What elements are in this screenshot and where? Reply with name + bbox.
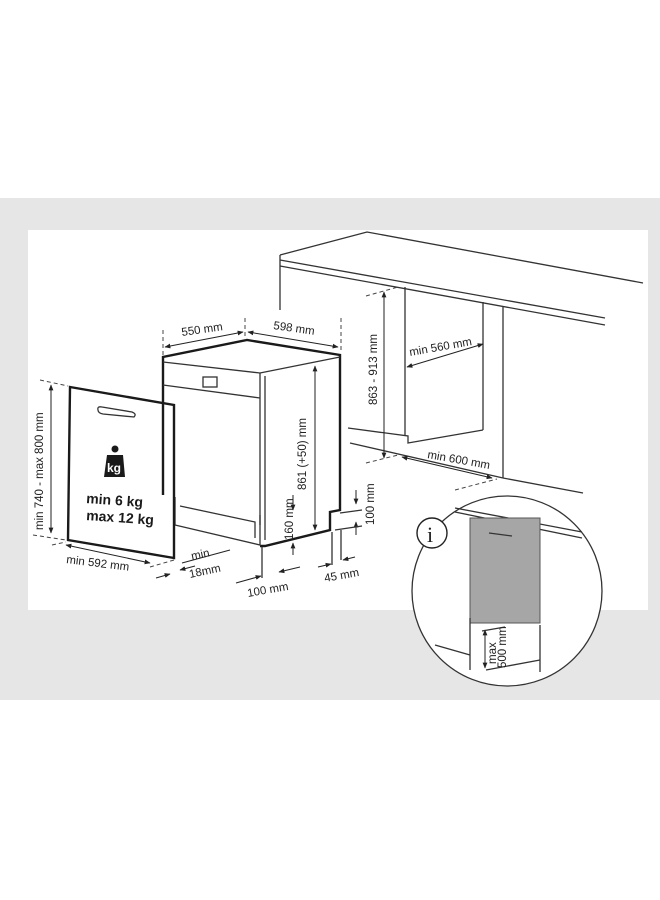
dishwasher-body [161,318,342,548]
plinth-gap-label: 100 mm [246,581,289,600]
rear-gap-label: 45 mm [323,567,360,585]
furniture-door [32,379,176,568]
weight-icon: kg [104,445,125,477]
depth-label: 550 mm [181,321,224,339]
kitchen-cabinet [279,231,644,494]
plinth-depth-label: 100 mm [365,483,377,525]
niche-width-label: min 560 mm [408,336,472,359]
door-thickness-label-2: 18mm [188,563,222,581]
width-label: 598 mm [273,320,316,338]
weight-icon-label: kg [107,461,121,475]
weight-max-label: max 12 kg [86,507,155,528]
max-height-label-2: 500 mm [497,626,509,668]
info-glyph: i [427,522,433,547]
door-thickness-label-1: min [190,547,211,563]
niche-height-label: 863 - 913 mm [368,334,380,405]
detail-inset: max 500 mm [411,495,603,687]
info-icon: i [416,517,448,549]
weight-min-label: min 6 kg [86,490,144,510]
height-label: 861 (+50) mm [297,418,309,490]
door-height-label: min 740 - max 800 mm [34,412,46,530]
max-height-label-1: max [487,642,499,664]
plinth-height-label: 160 mm [284,498,296,540]
niche-dimensions [365,286,498,491]
